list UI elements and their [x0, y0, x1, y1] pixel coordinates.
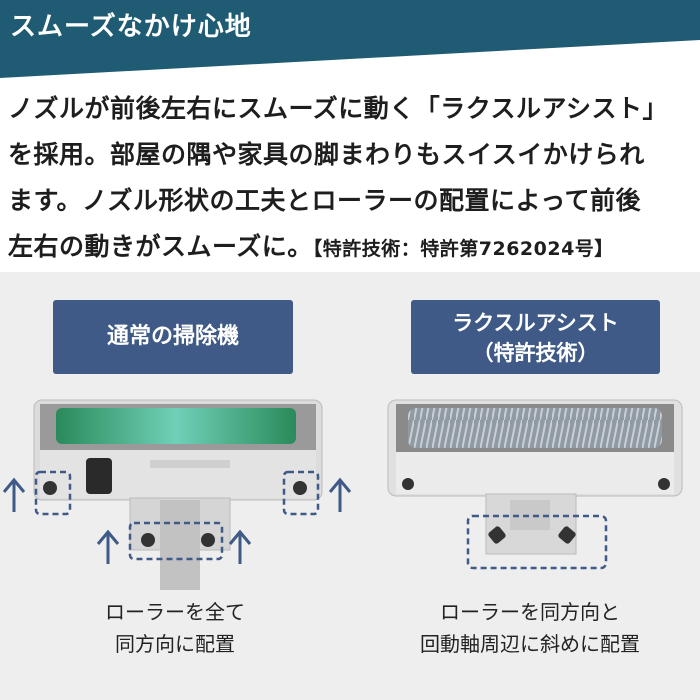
brush-roll: [56, 408, 296, 444]
description-last-line: 左右の動きがスムーズに。: [8, 232, 313, 261]
banner-title: スムーズなかけ心地: [10, 12, 252, 42]
rakusuru-assist-label: ラクスルアシスト （特許技術）: [411, 300, 660, 374]
brush-roll: [408, 408, 662, 448]
rakusuru-assist-subtitle: （特許技術）: [472, 341, 599, 365]
header-banner: [0, 0, 700, 78]
normal-cleaner-label: 通常の掃除機: [53, 300, 293, 374]
rakusuru-assist-title: ラクスルアシスト: [452, 311, 619, 335]
caption-line: ローラーを全て: [105, 600, 245, 624]
normal-cleaner-caption: ローラーを全て 同方向に配置: [40, 596, 310, 660]
normal-nozzle-illustration: [2, 399, 352, 590]
up-arrow-icon: [2, 477, 352, 564]
feature-description: ノズルが前後左右にスムーズに動く「ラクスルアシスト」 を採用。部屋の隅や家具の脚…: [8, 86, 698, 272]
caption-line: ローラーを同方向と: [440, 600, 620, 624]
description-line: ます。ノズル形状の工夫とローラーの配置によって前後: [8, 186, 642, 215]
rakusuru-assist-caption: ローラーを同方向と 回動軸周辺に斜めに配置: [380, 596, 680, 660]
description-line: を採用。部屋の隅や家具の脚まわりもスイスイかけられ: [8, 140, 645, 169]
caption-line: 回動軸周辺に斜めに配置: [420, 632, 640, 656]
rakusuru-nozzle-illustration: [387, 399, 683, 570]
description-line: ノズルが前後左右にスムーズに動く「ラクスルアシスト」: [8, 94, 669, 123]
patent-note: 【特許技術：特許第7262024号】: [312, 238, 614, 260]
description-line: 左右の動きがスムーズに。【特許技術：特許第7262024号】: [8, 224, 698, 272]
nozzle-comparison-diagram: [2, 399, 683, 590]
caption-line: 同方向に配置: [115, 632, 235, 656]
